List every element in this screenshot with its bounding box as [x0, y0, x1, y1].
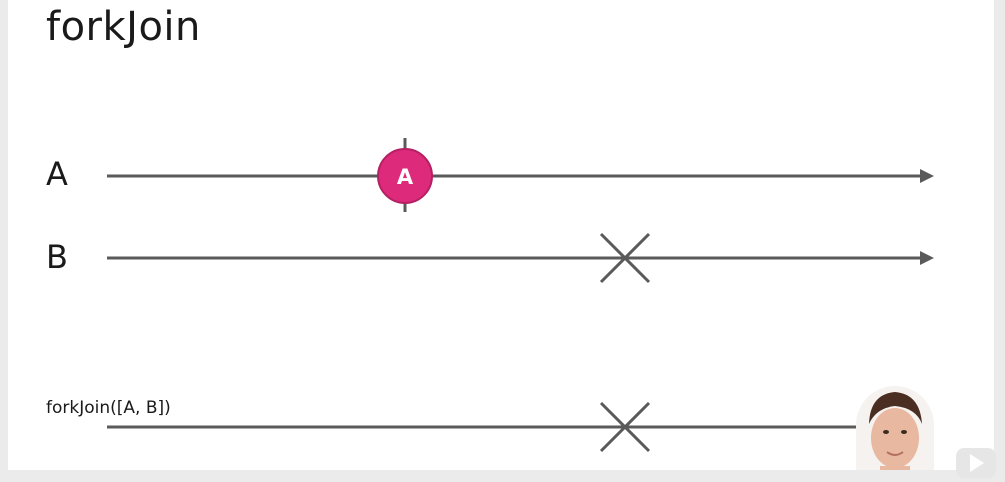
- stream-a-label: A: [46, 155, 68, 193]
- slide: forkJoin A B forkJoin([A, B]) A: [8, 0, 994, 470]
- marble-a: A: [377, 148, 433, 204]
- stream-b-label: B: [46, 238, 68, 276]
- result-timeline: [107, 401, 934, 453]
- next-slide-icon[interactable]: [952, 438, 1000, 478]
- marble-a-label: A: [397, 165, 414, 189]
- presenter-avatar: [856, 386, 934, 470]
- error-x-icon: [599, 401, 651, 453]
- page-title: forkJoin: [46, 4, 201, 50]
- stream-a-timeline: A: [107, 138, 934, 212]
- result-stream-label: forkJoin([A, B]): [46, 398, 171, 418]
- error-x-icon: [599, 232, 651, 284]
- marble-diagram: A: [107, 138, 934, 453]
- stream-b-timeline: [107, 232, 934, 284]
- arrow-head-icon: [920, 251, 934, 265]
- arrow-head-icon: [920, 169, 934, 183]
